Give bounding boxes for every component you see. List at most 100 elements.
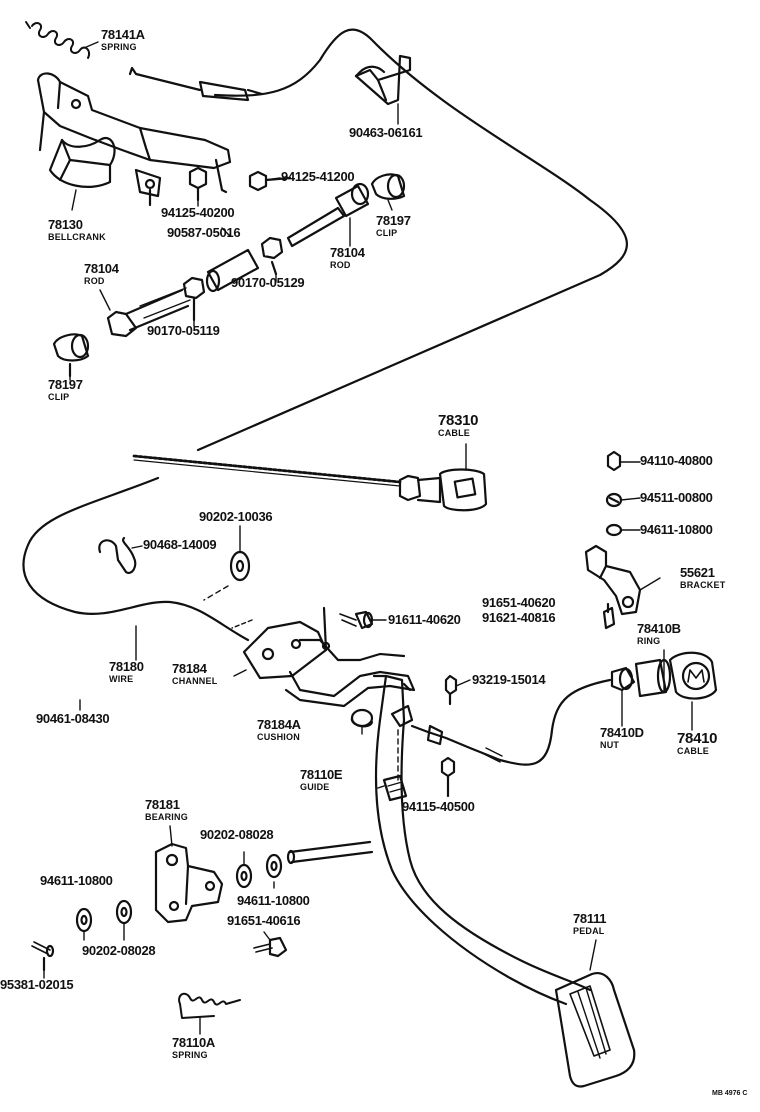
- clip-78197-left: [52, 333, 90, 378]
- part-number: 90463-06161: [349, 125, 423, 140]
- part-number: 93219-15014: [472, 672, 546, 687]
- part-number: 90461-08430: [36, 711, 110, 726]
- label-90463-06161: 90463-06161: [349, 125, 423, 140]
- label-91651-40616: 91651-40616: [227, 913, 301, 928]
- nut-90170-05129: [260, 236, 284, 276]
- label-90202-10036: 90202-10036: [199, 509, 273, 524]
- part-number: 78184A: [257, 717, 301, 732]
- part-number: 95381-02015: [0, 977, 74, 992]
- part-name: CLIP: [48, 392, 70, 402]
- label-94125-40200: 94125-40200: [161, 205, 235, 220]
- sleeve-90587-05016: [205, 248, 260, 293]
- part-name: BELLCRANK: [48, 232, 106, 242]
- part-name: PEDAL: [573, 926, 605, 936]
- part-name: BEARING: [145, 812, 188, 822]
- part-number: 91651-40620: [482, 595, 556, 610]
- part-number: 94611-10800: [640, 522, 713, 537]
- washer-90202-10036: [229, 550, 251, 582]
- part-name: RING: [637, 636, 661, 646]
- part-name: ROD: [84, 276, 105, 286]
- part-number: 78410D: [600, 725, 644, 740]
- part-number: 78181: [145, 797, 180, 812]
- washer-94611-10800-m: [265, 853, 283, 879]
- pedal-top-bolt: [390, 704, 414, 728]
- part-name: NUT: [600, 740, 620, 750]
- bolt-91611-40620: [339, 610, 374, 630]
- rod-78104-left: [106, 287, 191, 338]
- part-name: BRACKET: [680, 580, 726, 590]
- label-93219-15014: 93219-15014: [472, 672, 546, 687]
- bolt-91651-40616: [253, 936, 288, 958]
- label-90202-08028-bot: 90202-08028: [82, 944, 156, 958]
- label-94611-10800-l: 94611-10800: [40, 874, 113, 888]
- part-name: SPRING: [172, 1050, 208, 1060]
- nut-94110-40800: [606, 450, 622, 472]
- part-name: CLIP: [376, 228, 398, 238]
- part-number: 78130: [48, 217, 83, 232]
- pin-95381-02015: [31, 941, 55, 972]
- part-number: 78180: [109, 659, 144, 674]
- part-number: 91651-40616: [227, 913, 301, 928]
- spring-78141A: [25, 21, 90, 59]
- label-94611-10800-m: 94611-10800: [237, 894, 310, 908]
- label-90461-08430: 90461-08430: [36, 711, 110, 726]
- label-94115-40500: 94115-40500: [402, 800, 475, 814]
- part-number: 78310: [438, 412, 479, 429]
- part-number: 90587-05016: [167, 225, 241, 240]
- part-number: 94125-40200: [161, 205, 235, 220]
- leader-lines: [43, 41, 693, 1035]
- cable-78180-loop: [196, 28, 628, 452]
- bracket-55621: [584, 544, 642, 616]
- label-91611-40620: 91611-40620: [388, 613, 461, 627]
- part-number: 78184: [172, 661, 207, 676]
- washer-90202-08028-bot: [115, 899, 133, 925]
- diagram-code: MB 4976 C: [712, 1090, 748, 1097]
- washer-94611-10800-l: [75, 907, 93, 933]
- part-name: CABLE: [438, 428, 470, 438]
- part-name: CHANNEL: [172, 676, 218, 686]
- part-name: WIRE: [109, 674, 134, 684]
- nut-94125-40200: [188, 166, 208, 202]
- spring-78110A: [178, 992, 241, 1019]
- wire-78180: [22, 476, 250, 642]
- part-name: SPRING: [101, 42, 137, 52]
- nut-94115-40500: [440, 756, 456, 798]
- label-94511-00800: 94511-00800: [640, 491, 713, 505]
- clip-78197-top: [370, 173, 406, 200]
- label-90202-08028-top: 90202-08028: [200, 827, 274, 842]
- part-number: 94511-00800: [640, 490, 713, 505]
- part-number: 78410B: [637, 621, 681, 636]
- part-number: 91621-40816: [482, 610, 556, 625]
- part-number: 90468-14009: [143, 537, 217, 552]
- label-91621-40816: 91621-40816: [482, 610, 556, 625]
- part-number: 90170-05129: [231, 275, 305, 290]
- part-number: 78104: [330, 245, 365, 260]
- label-91651-40620: 91651-40620: [482, 595, 556, 610]
- part-number: 78141A: [101, 27, 145, 42]
- part-name: GUIDE: [300, 782, 330, 792]
- link-rod-top: [128, 66, 264, 102]
- label-95381-02015: 95381-02015: [0, 977, 74, 992]
- label-90587-05016: 90587-05016: [167, 225, 241, 240]
- part-number: 90202-08028: [200, 827, 274, 842]
- cable-78310: [132, 454, 488, 512]
- part-number: 90202-10036: [199, 509, 273, 524]
- part-number: 94125-41200: [281, 169, 355, 184]
- part-number: 91611-40620: [388, 612, 461, 627]
- label-90468-14009: 90468-14009: [143, 537, 217, 552]
- clip-90468-14009: [98, 536, 137, 574]
- nut-90170-05119: [182, 276, 206, 322]
- pedal-78111: [372, 674, 636, 1088]
- bolt-91621-40816: [602, 602, 616, 630]
- part-number: 78110A: [172, 1035, 216, 1050]
- part-number: 55621: [680, 565, 715, 580]
